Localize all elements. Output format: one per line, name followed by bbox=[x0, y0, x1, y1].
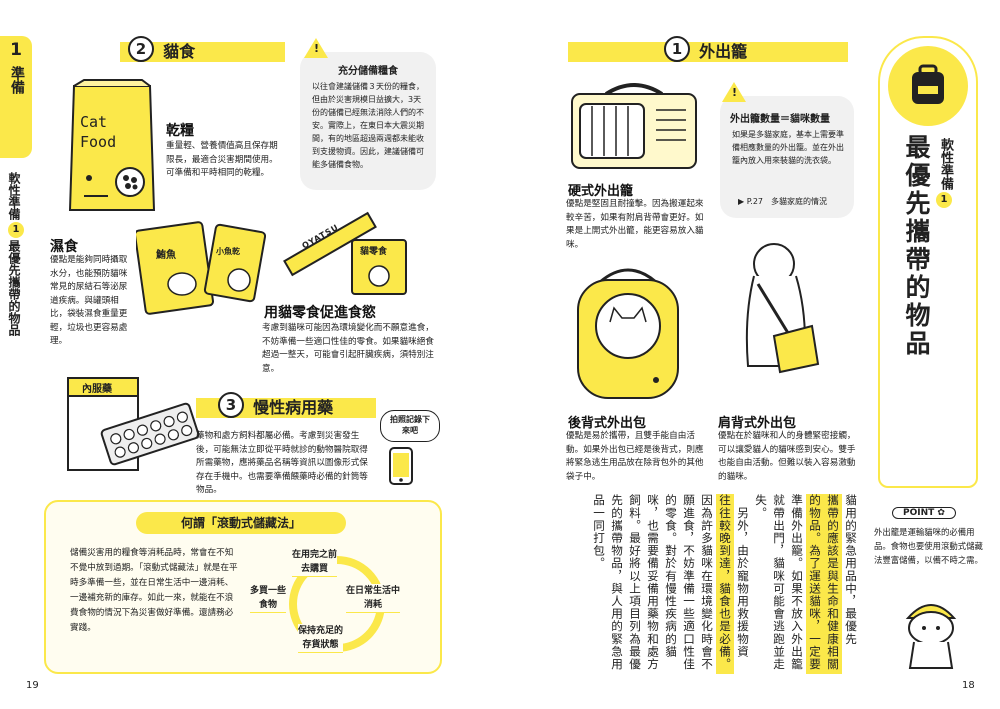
page-number-left: 19 bbox=[26, 680, 39, 691]
vertical-text-column: 準備外出籠。如果不放入外出籠 bbox=[790, 494, 804, 671]
cat-food-bag-illustration bbox=[68, 79, 156, 211]
pouch-label-tuna: 鮪魚 bbox=[156, 250, 176, 261]
vertical-text-column: 的零食。對於有慢性疾病的貓 bbox=[664, 494, 678, 658]
vertical-text-column: 先的攜帶物品，與人用的緊急用 bbox=[610, 494, 624, 671]
snack-stick-illustration bbox=[283, 211, 377, 277]
warning-icon bbox=[304, 38, 328, 58]
point-label: POINT ✿ bbox=[892, 507, 956, 519]
point-text: 外出籠是運輸貓咪的必備用品。食物也要使用滾動式儲藏法豐富儲備，以備不時之需。 bbox=[874, 527, 983, 565]
shoulder-bag-text: 優點在於貓咪和人的身體緊密接觸，可以讓愛貓人的貓咪感到安心。雙手也能自由活動。但… bbox=[718, 431, 856, 482]
section-title: 慢性病用藥 bbox=[253, 397, 334, 417]
section-heading-carrier: 1 外出籠 bbox=[568, 36, 848, 66]
wet-food-title: 濕食 bbox=[50, 239, 78, 255]
rolling-storage-box: 何謂「滾動式儲藏法」 儲備災害用的糧食等消耗品時，常會在不知不覺中放到過期。「滾… bbox=[44, 500, 442, 674]
title-sub: 軟性準備 1 bbox=[936, 138, 956, 208]
point-box: POINT ✿ 外出籠是運輸貓咪的必備用品。食物也要使用滾動式儲藏法豐富儲備，以… bbox=[874, 500, 984, 567]
stock-note-text: 以往會建議儲備３天份的糧食，但由於災害規模日益擴大，3天份的儲備已經無法消除人們… bbox=[312, 82, 424, 169]
vertical-text-column: 攜帶的應該是與生命和健康相關 bbox=[824, 494, 842, 674]
section-number: 2 bbox=[128, 36, 154, 62]
hard-carrier-illustration bbox=[571, 83, 697, 169]
pouch-label-small-fish: 小魚乾 bbox=[216, 247, 240, 256]
backpack-icon bbox=[912, 64, 944, 104]
dry-food-title: 乾糧 bbox=[166, 123, 194, 139]
medicine-bag-label: 內服藥 bbox=[82, 384, 112, 395]
vertical-text-column: 飼料。最好將以上項目列為最優 bbox=[628, 494, 642, 671]
section-heading-medicine: 3 慢性病用藥 bbox=[196, 392, 376, 422]
snack-text: 考慮到貓咪可能因為環境變化而不願意進食，不妨準備一些適口性佳的零食。如果貓咪絕食… bbox=[262, 323, 434, 374]
stock-note-box: ! 充分儲備糧食 以往會建議儲備３天份的糧食，但由於災害規模日益擴大，3天份的儲… bbox=[300, 38, 436, 190]
vertical-text-column: 失。 bbox=[754, 494, 768, 520]
backpack-title: 後背式外出包 bbox=[568, 416, 647, 431]
vertical-text-column: 另外，由於寵物用救援物資 bbox=[736, 494, 750, 658]
arrow-right-icon: ▶ bbox=[738, 197, 745, 206]
medicine-text: 藥物和處方飼料都屬必備。考慮到災害發生後，可能無法立即從平時就診的動物醫院取得所… bbox=[196, 431, 368, 495]
cycle-step-stock: 保持充足的 存貨狀態 bbox=[298, 624, 344, 653]
vertical-text-column: 就帶出門，貓咪可能會逃跑並走 bbox=[772, 494, 786, 671]
chapter-tab-subtitle: 軟性準備 1 最優先攜帶的物品 bbox=[6, 172, 28, 336]
chapter-number: 1 bbox=[10, 40, 22, 60]
vertical-text-column: 因為許多貓咪在環境變化時會不 bbox=[700, 494, 714, 671]
photo-speech-bubble: 拍照記錄下來吧 bbox=[380, 410, 440, 442]
medicine-illustration bbox=[67, 377, 200, 471]
chapter-tab: 1 準備 bbox=[0, 36, 32, 158]
section-title: 貓食 bbox=[163, 41, 196, 61]
carrier-count-title: 外出籠數量＝貓咪數量 bbox=[730, 114, 830, 125]
carrier-count-note: ! 外出籠數量＝貓咪數量 如果是多貓家庭，基本上需要準備相應數量的外出籠。並在外… bbox=[720, 82, 854, 218]
section-number: 1 bbox=[664, 36, 690, 62]
dry-food-text: 重量輕、營養價值高且保存期限長，最適合災害期間使用。可準備和平時相同的乾糧。 bbox=[166, 141, 278, 178]
chapter-label: 準備 bbox=[9, 66, 25, 94]
backpack-carrier-illustration bbox=[577, 268, 679, 399]
shoulder-bag-person-illustration bbox=[745, 243, 820, 374]
cycle-step-consume: 在日常生活中 消耗 bbox=[346, 584, 401, 613]
carrier-count-text: 如果是多貓家庭，基本上需要準備相應數量的外出籠。並在外出籠內放入用來裝貓的洗衣袋… bbox=[732, 130, 844, 165]
shoulder-bag-title: 肩背式外出包 bbox=[718, 416, 797, 431]
hard-carrier-title: 硬式外出籠 bbox=[568, 184, 634, 199]
helmet-cat-illustration bbox=[905, 604, 957, 669]
paw-icon: ✿ bbox=[937, 508, 945, 518]
page-title: 最優先攜帶的物品 bbox=[902, 134, 931, 358]
page-number-right: 18 bbox=[962, 680, 975, 691]
title-panel: 軟性準備 1 最優先攜帶的物品 bbox=[878, 36, 978, 488]
wet-food-text: 優點是能夠同時攝取水分，也能預防貓咪常見的尿結石等泌尿道疾病。與罐頭相比，袋裝濕… bbox=[50, 255, 128, 346]
stock-note-title: 充分儲備糧食 bbox=[338, 66, 398, 77]
vertical-text-column: 往往較晚到達，貓食也是必備。 bbox=[716, 494, 734, 674]
vertical-text-column: 願進食，不妨準備一些適口性佳 bbox=[682, 494, 696, 671]
cycle-step-buy-more: 多買一些 食物 bbox=[250, 584, 287, 613]
wet-food-pouch-illustration bbox=[136, 221, 266, 315]
page-reference-link[interactable]: ▶ P.27 多貓家庭的情況 bbox=[738, 197, 828, 206]
vertical-main-text: 貓用的緊急用品中，最優先攜帶的應該是與生命和健康相關的物品。為了運送貓咪，一定要… bbox=[578, 494, 860, 674]
section-heading-food: 2 貓食 bbox=[120, 36, 285, 66]
vertical-text-column: 貓用的緊急用品中，最優先 bbox=[844, 494, 858, 646]
backpack-icon-badge bbox=[888, 46, 968, 126]
backpack-text: 優點是易於攜帶，且雙手能自由活動。如果外出包已經是後背式，則應將緊急逃生用品放在… bbox=[566, 431, 704, 482]
vertical-text-column: 咪，也需要備妥備用藥物和處方 bbox=[646, 494, 660, 671]
snack-title: 用貓零食促進食慾 bbox=[264, 305, 376, 321]
vertical-text-column: 品一同打包。 bbox=[592, 494, 606, 570]
hard-carrier-text: 優點是堅固且耐撞擊。因為搬運起來較辛苦，如果有附肩背帶會更好。如果是上開式外出籠… bbox=[566, 199, 704, 250]
section-number: 3 bbox=[218, 392, 244, 418]
smartphone-icon bbox=[389, 447, 413, 485]
cat-food-bag-label: Cat Food bbox=[80, 113, 117, 151]
rolling-text: 儲備災害用的糧食等消耗品時，常會在不知不覺中放到過期。「滾動式儲藏法」就是在平時… bbox=[70, 548, 238, 633]
warning-icon bbox=[722, 82, 746, 102]
rolling-title: 何謂「滾動式儲藏法」 bbox=[136, 512, 346, 534]
snack-pack-illustration bbox=[351, 239, 407, 295]
section-title: 外出籠 bbox=[699, 41, 748, 61]
snack-pack-label: 貓零食 bbox=[360, 247, 388, 257]
cycle-step-buy: 在用完之前 去購買 bbox=[292, 548, 338, 577]
vertical-text-column: 的物品。為了運送貓咪，一定要 bbox=[806, 494, 824, 674]
